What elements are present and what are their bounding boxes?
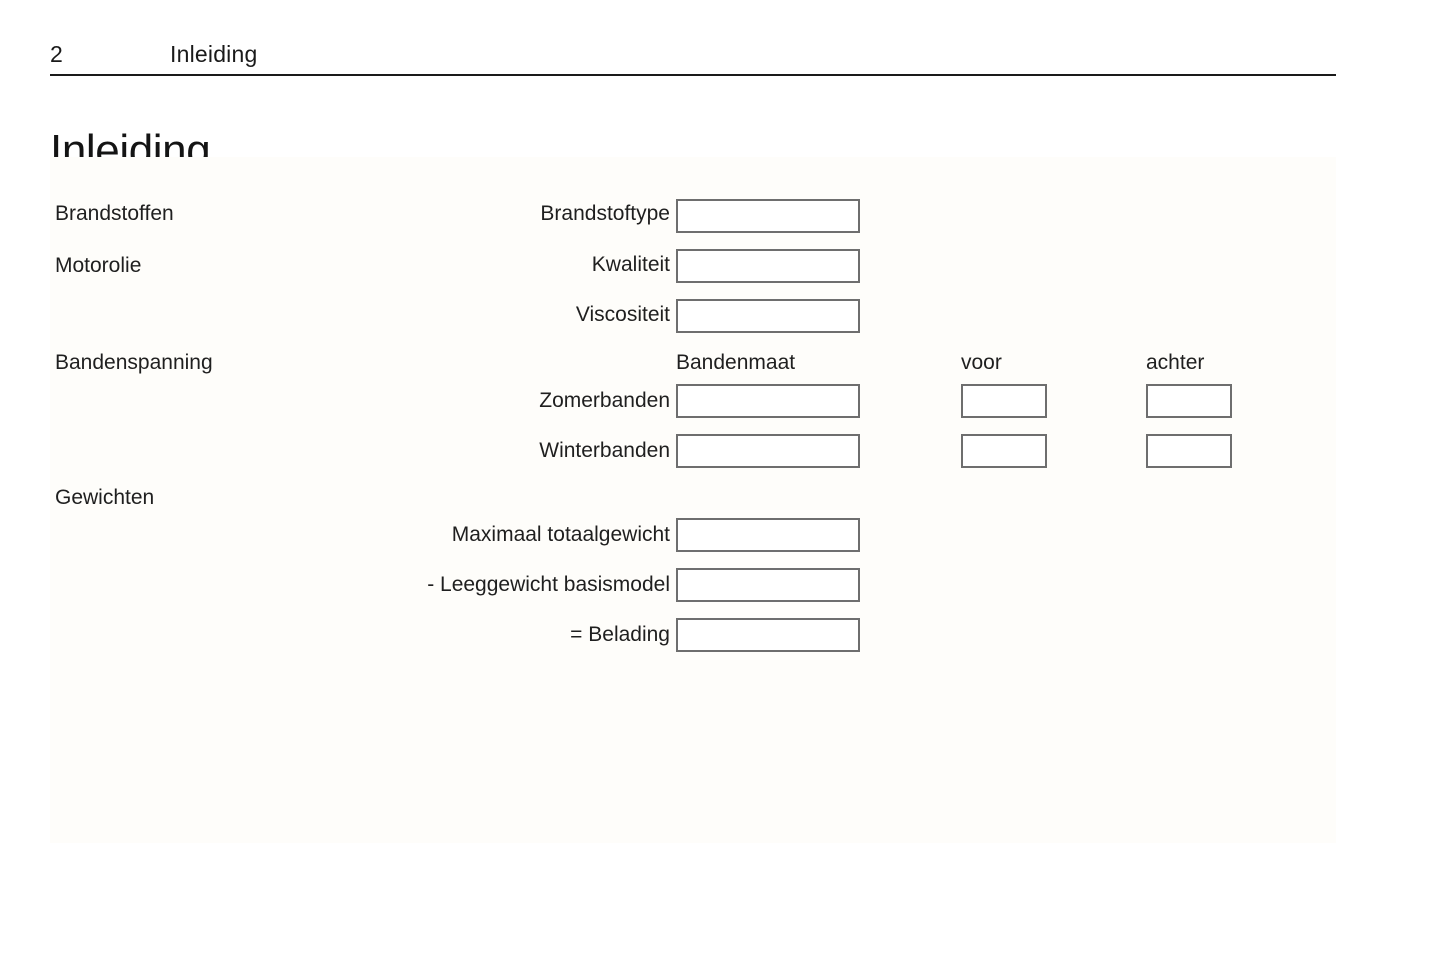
input-brandstoftype[interactable] xyxy=(676,199,860,233)
input-kwaliteit[interactable] xyxy=(676,249,860,283)
column-header-bandenmaat: Bandenmaat xyxy=(676,351,796,374)
field-label-winterbanden: Winterbanden xyxy=(539,439,670,462)
input-winterbanden-achter[interactable] xyxy=(1146,434,1232,468)
page-number: 2 xyxy=(50,41,63,67)
field-label-brandstoftype: Brandstoftype xyxy=(540,202,670,225)
field-label-kwaliteit: Kwaliteit xyxy=(591,253,670,276)
input-winterbanden-bandenmaat[interactable] xyxy=(676,434,860,468)
section-label-motorolie: Motorolie xyxy=(55,254,142,277)
field-label-maximaal-totaalgewicht: Maximaal totaalgewicht xyxy=(451,523,670,546)
input-zomerbanden-voor[interactable] xyxy=(961,384,1047,418)
input-winterbanden-voor[interactable] xyxy=(961,434,1047,468)
input-viscositeit[interactable] xyxy=(676,299,860,333)
input-belading[interactable] xyxy=(676,618,860,652)
header-chapter-name: Inleiding xyxy=(170,41,258,67)
form-panel: Brandstoffen Motorolie Bandenspanning Ge… xyxy=(50,157,1336,843)
field-label-leeggewicht-basismodel: - Leeggewicht basismodel xyxy=(427,573,670,596)
section-label-gewichten: Gewichten xyxy=(55,486,155,509)
column-header-achter: achter xyxy=(1146,351,1205,374)
input-leeggewicht-basismodel[interactable] xyxy=(676,568,860,602)
field-label-belading: = Belading xyxy=(570,623,670,646)
field-label-viscositeit: Viscositeit xyxy=(575,303,670,326)
field-label-zomerbanden: Zomerbanden xyxy=(539,389,670,412)
section-label-bandenspanning: Bandenspanning xyxy=(55,351,213,374)
section-label-brandstoffen: Brandstoffen xyxy=(55,202,174,225)
column-header-voor: voor xyxy=(961,351,1002,374)
running-header: 2 Inleiding xyxy=(50,40,1336,76)
input-maximaal-totaalgewicht[interactable] xyxy=(676,518,860,552)
input-zomerbanden-bandenmaat[interactable] xyxy=(676,384,860,418)
input-zomerbanden-achter[interactable] xyxy=(1146,384,1232,418)
